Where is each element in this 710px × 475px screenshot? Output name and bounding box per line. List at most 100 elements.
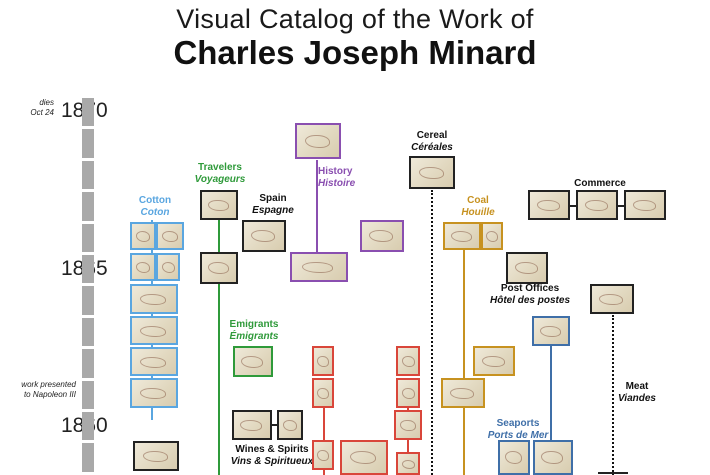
map-thumbnail-spain[interactable] (242, 220, 286, 252)
timeline-year-segment (82, 286, 94, 315)
map-thumbnail-coal[interactable] (473, 346, 515, 376)
label-en: Post Offices (500, 283, 560, 294)
label-fr: Houille (461, 207, 495, 218)
map-thumbnail-coal[interactable] (441, 378, 485, 408)
label-fr: Espagne (252, 205, 294, 216)
timeline-year-segment (82, 443, 94, 472)
map-thumbnail-cotton[interactable] (130, 284, 178, 314)
map-thumbnail-seaports[interactable] (532, 316, 570, 346)
coal-line (463, 250, 465, 475)
label-en: Seaports (496, 418, 540, 429)
label-fr: Coton (140, 207, 170, 218)
map-thumbnail-cotton[interactable] (156, 253, 180, 281)
wines-link (272, 424, 278, 426)
timeline-year-segment (82, 223, 94, 252)
label-spain: Spain Espagne (248, 193, 298, 217)
map-thumbnail-red[interactable] (312, 440, 334, 470)
label-history: History Histoire (318, 166, 362, 190)
label-en: Spain (259, 193, 287, 204)
map-thumbnail-travelers[interactable] (200, 190, 238, 220)
map-thumbnail-cotton[interactable] (130, 222, 156, 250)
label-post-offices: Post Offices Hôtel des postes (480, 283, 580, 307)
label-en: Coal (467, 195, 489, 206)
note-line: to Napoleon III (23, 390, 76, 399)
label-en: Commerce (574, 178, 626, 189)
timeline-year-segment (82, 129, 94, 158)
map-thumbnail-seaports[interactable] (498, 440, 530, 475)
timeline-year-segment (82, 317, 94, 347)
timeline-year-segment (82, 255, 94, 284)
commerce-link (618, 205, 624, 207)
label-en: Emigrants (229, 319, 279, 330)
timeline-year-segment (82, 192, 94, 221)
map-thumbnail-red[interactable] (340, 440, 388, 475)
map-thumbnail-red[interactable] (312, 346, 334, 376)
label-cotton: Cotton Coton (130, 195, 180, 219)
map-thumbnail-travelers[interactable] (200, 252, 238, 284)
map-thumbnail-cereal[interactable] (409, 156, 455, 189)
map-thumbnail-commerce[interactable] (624, 190, 666, 220)
label-fr: Céréales (411, 142, 453, 153)
title-line-2: Charles Joseph Minard (173, 34, 537, 71)
map-thumbnail-red[interactable] (394, 410, 422, 440)
map-thumbnail-wines[interactable] (232, 410, 272, 440)
map-thumbnail-cotton[interactable] (130, 347, 178, 376)
cereal-line (431, 190, 433, 475)
label-en: Travelers (198, 162, 242, 173)
map-thumbnail-history[interactable] (360, 220, 404, 252)
commerce-link (568, 205, 576, 207)
timeline-year-segment (82, 380, 94, 409)
map-thumbnail-cotton[interactable] (156, 222, 184, 250)
map-thumbnail-cotton[interactable] (130, 253, 156, 281)
seaports-line (550, 345, 552, 475)
map-thumbnail-commerce[interactable] (528, 190, 570, 220)
title-line-1: Visual Catalog of the Work of (176, 4, 534, 34)
map-thumbnail-1860[interactable] (133, 441, 179, 471)
meat-cap (598, 472, 628, 474)
map-thumbnail-commerce[interactable] (576, 190, 618, 220)
travelers-line (218, 200, 220, 475)
label-fr: Viandes (618, 393, 656, 404)
label-travelers: Travelers Voyageurs (190, 162, 250, 186)
note-line: work presented (21, 380, 76, 389)
map-thumbnail-emigrants[interactable] (233, 346, 273, 377)
map-thumbnail-cotton[interactable] (130, 316, 178, 345)
map-thumbnail-history[interactable] (290, 252, 348, 282)
label-en: Wines & Spirits (235, 444, 309, 455)
label-fr: Vins & Spiritueux (230, 456, 314, 467)
timeline-note-napoleon: work presented to Napoleon III (2, 380, 76, 400)
label-en: History (318, 166, 353, 177)
red-line (323, 380, 325, 475)
label-coal: Coal Houille (448, 195, 508, 219)
label-fr: Ports de Mer (487, 430, 549, 441)
label-fr: Voyageurs (194, 174, 246, 185)
map-thumbnail-coal[interactable] (481, 222, 503, 250)
map-thumbnail-wines[interactable] (277, 410, 303, 440)
label-en: Cotton (138, 195, 172, 206)
map-thumbnail-red[interactable] (396, 378, 420, 408)
timeline-note-death: dies Oct 24 (20, 98, 54, 118)
map-thumbnail-coal[interactable] (443, 222, 481, 250)
map-thumbnail-red[interactable] (312, 378, 334, 408)
label-fr: Histoire (318, 178, 356, 189)
note-line: Oct 24 (30, 108, 54, 117)
map-thumbnail-meat[interactable] (590, 284, 634, 314)
map-thumbnail-post-offices[interactable] (506, 252, 548, 284)
map-thumbnail-cotton[interactable] (130, 378, 178, 408)
map-thumbnail-red[interactable] (396, 346, 420, 376)
label-commerce: Commerce (560, 178, 640, 190)
note-line: dies (39, 98, 54, 107)
history-line (316, 160, 318, 255)
label-cereal: Cereal Céréales (402, 130, 462, 154)
timeline-year-segment (82, 412, 94, 441)
label-meat: Meat Viandes (612, 381, 662, 405)
timeline-year-segment (82, 98, 94, 127)
label-fr: Hôtel des postes (489, 295, 571, 306)
map-thumbnail-red[interactable] (396, 452, 420, 475)
map-thumbnail-history[interactable] (295, 123, 341, 159)
label-en: Cereal (416, 130, 448, 141)
label-en: Meat (625, 381, 649, 392)
timeline-year-segment (82, 349, 94, 378)
map-thumbnail-seaports[interactable] (533, 440, 573, 475)
